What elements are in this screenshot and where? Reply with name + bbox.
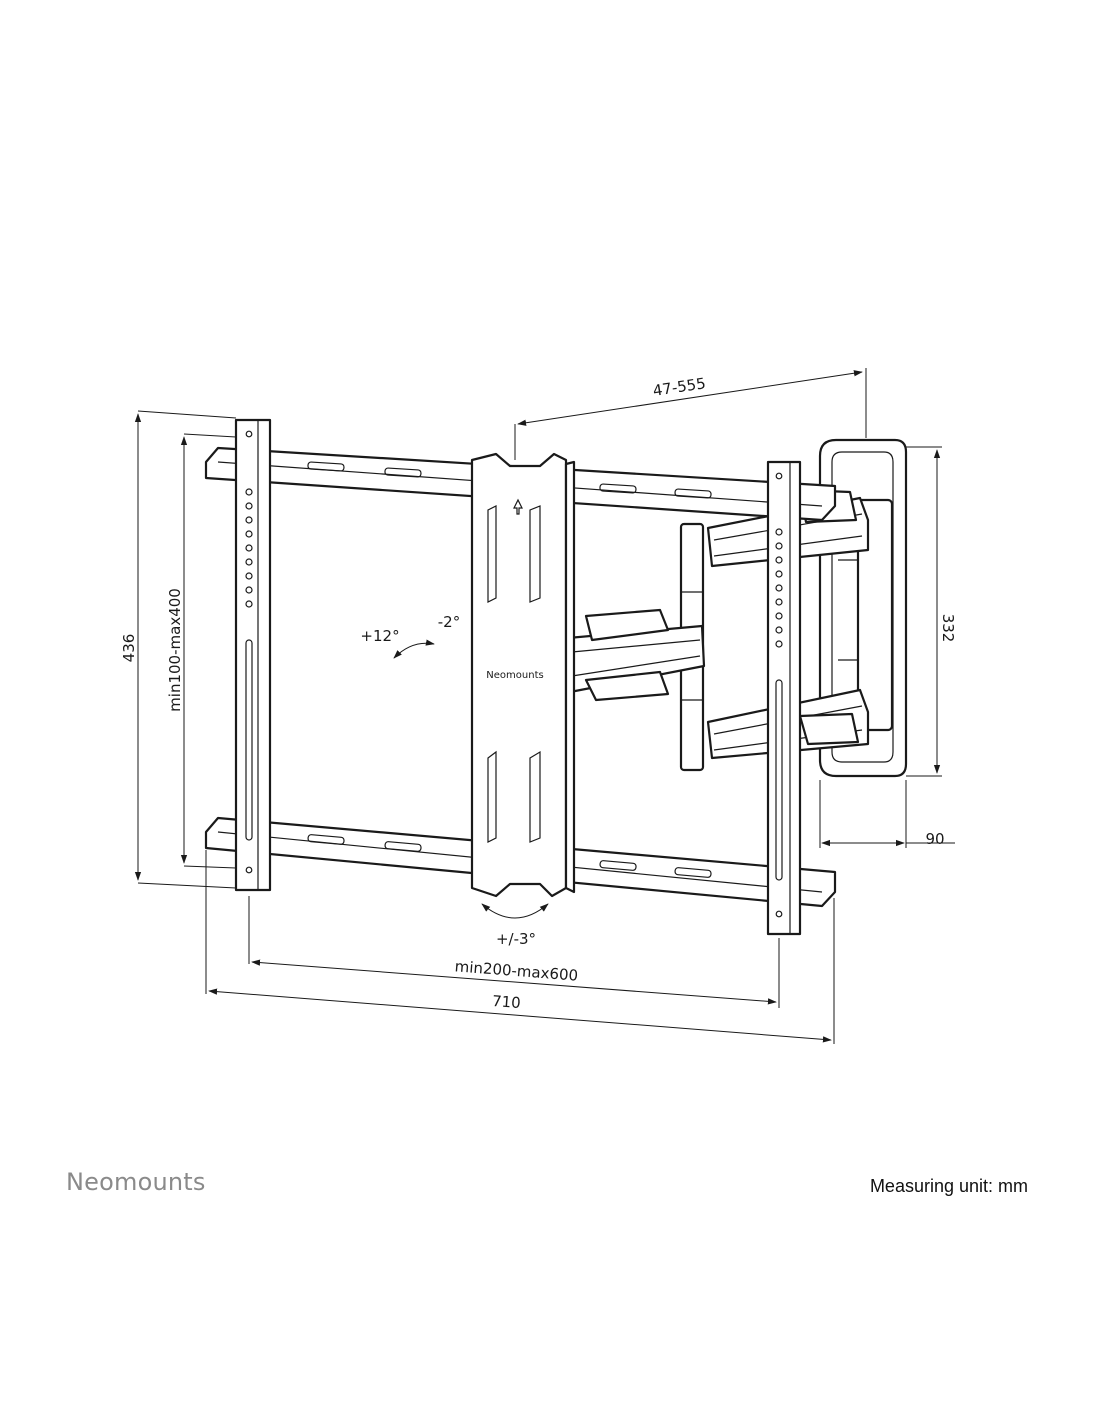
brand-logo: Neomounts xyxy=(66,1168,206,1196)
dim-total-height-label: 436 xyxy=(120,634,138,663)
dim-vesa-height: min100-max400 xyxy=(166,433,237,869)
measuring-unit-note: Measuring unit: mm xyxy=(869,1176,1028,1196)
dim-total-height: 436 xyxy=(120,410,237,889)
right-vertical-bracket xyxy=(766,460,802,936)
dim-total-width-label: 710 xyxy=(491,992,521,1012)
dim-vesa-width: min200-max600 xyxy=(248,896,780,1008)
center-plate: Neomounts xyxy=(470,452,576,898)
dim-total-width: 710 xyxy=(205,850,835,1044)
rotation-label: +/-3° xyxy=(496,930,536,948)
dim-wall-plate-height-label: 332 xyxy=(939,614,957,643)
dim-vesa-height-label: min100-max400 xyxy=(166,588,184,712)
tilt-up-label: +12° xyxy=(360,627,399,645)
dim-vesa-width-label: min200-max600 xyxy=(454,957,579,984)
tilt-down-label: -2° xyxy=(438,613,460,631)
tilt-indicator: +12° -2° xyxy=(360,613,460,659)
dim-wall-depth-label: 90 xyxy=(925,830,944,848)
dim-extension: 47-555 xyxy=(514,368,867,460)
left-vertical-bracket xyxy=(234,418,272,892)
rotation-indicator: +/-3° xyxy=(481,903,549,948)
dim-extension-label: 47-555 xyxy=(652,374,707,400)
dim-wall-depth: 90 xyxy=(819,780,955,848)
plate-logo: Neomounts xyxy=(486,670,543,681)
dim-wall-plate-height: 332 xyxy=(906,446,957,777)
